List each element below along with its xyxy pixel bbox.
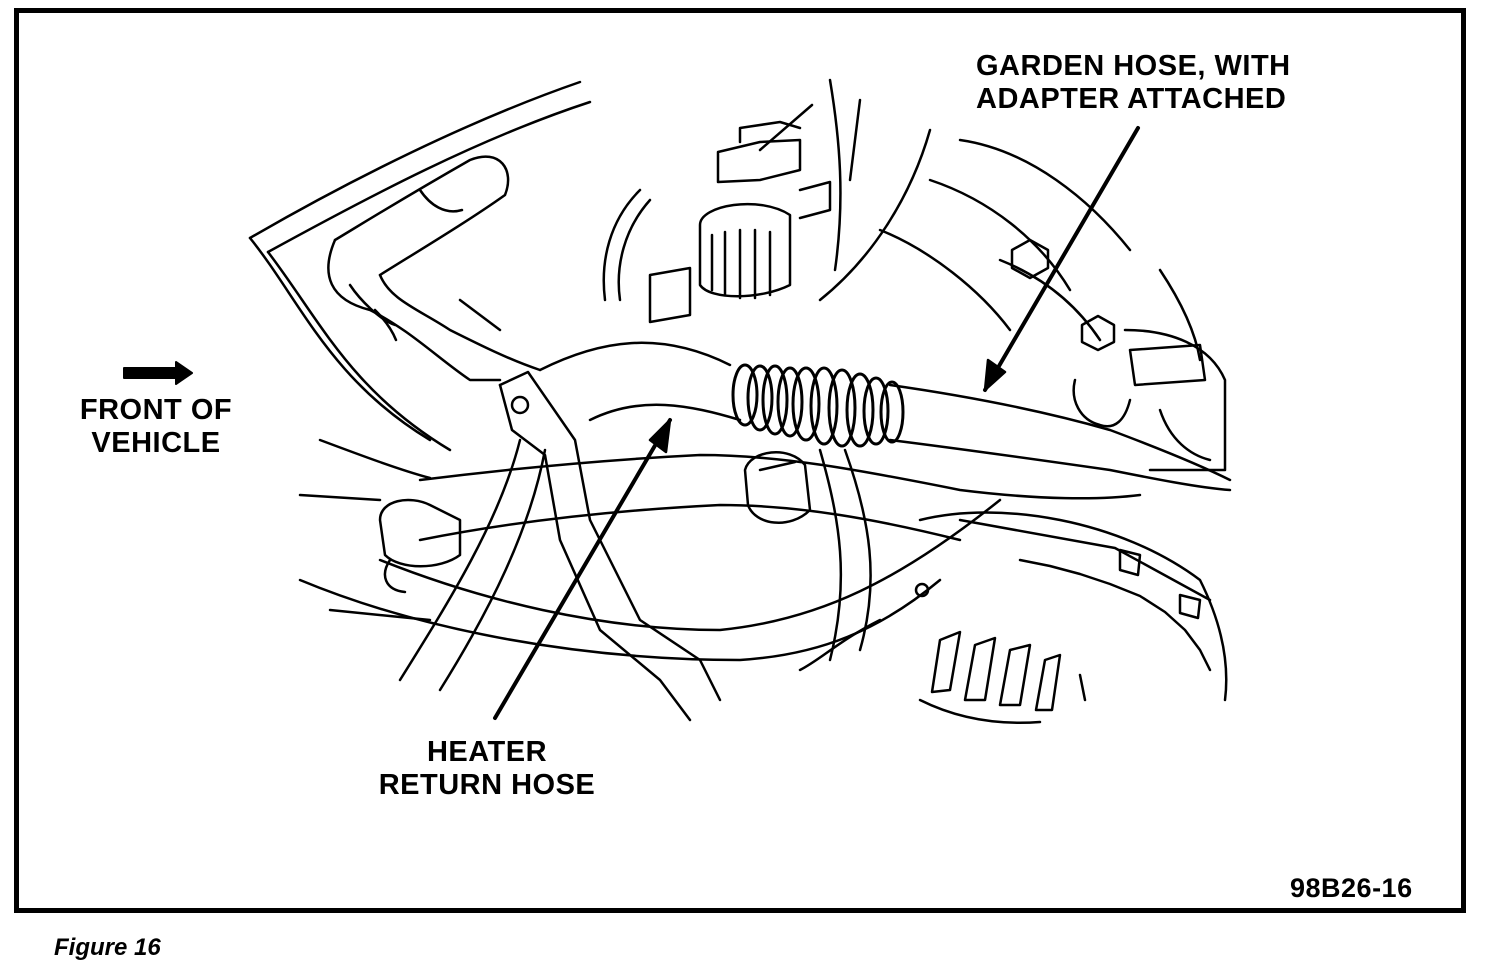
upper-hose-left: [328, 157, 540, 380]
figure-code: 98B26-16: [1290, 873, 1413, 903]
front-of-vehicle-line2: VEHICLE: [91, 427, 221, 459]
heater-return-hose-line2: RETURN HOSE: [378, 769, 596, 801]
garden-hose: [540, 343, 1230, 490]
heater-return-hose-line1: HEATER: [426, 736, 548, 768]
fender-outline: [250, 82, 590, 450]
heater-return-hose: [300, 452, 1140, 660]
garden-hose-label-line2: ADAPTER ATTACHED: [976, 83, 1287, 115]
engine-detail-lines: [460, 300, 880, 670]
figure-caption: Figure 16: [54, 934, 161, 961]
front-of-vehicle-label: FRONT OF VEHICLE: [66, 394, 246, 460]
heater-return-hose-label: HEATER RETURN HOSE: [362, 736, 612, 802]
garden-hose-leader-arrow: [985, 128, 1138, 390]
hose-adapter-coupling: [733, 365, 903, 446]
heater-hose-leader-arrow: [495, 420, 670, 718]
left-fitting: [300, 440, 460, 620]
reservoir-cap: [604, 80, 860, 322]
alternator: [916, 513, 1226, 723]
figure-frame: [14, 8, 1466, 913]
garden-hose-label-line1: GARDEN HOSE, WITH: [976, 50, 1291, 82]
intake-manifold: [820, 130, 1225, 470]
hose-bracket: [400, 372, 720, 720]
right-arrow-icon: [124, 362, 192, 384]
front-of-vehicle-line1: FRONT OF: [79, 394, 233, 426]
garden-hose-label: GARDEN HOSE, WITH ADAPTER ATTACHED: [976, 50, 1291, 116]
